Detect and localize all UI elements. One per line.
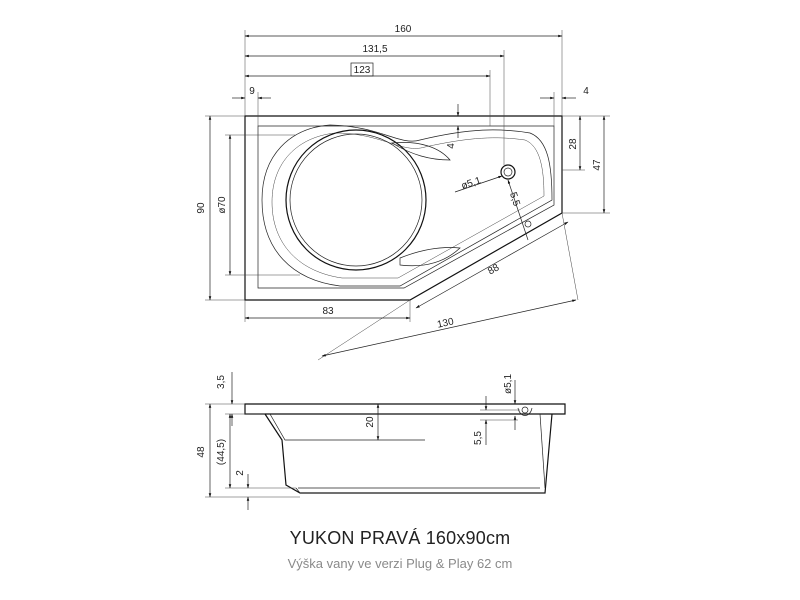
side-right-edge (539, 413, 546, 489)
side-foot (295, 487, 545, 494)
dim-right-depth-large: 47 (592, 159, 603, 171)
product-title: YUKON PRAVÁ 160x90cm (289, 528, 511, 548)
dim-drain-diameter: ø5,1 (460, 175, 483, 192)
dim-outer-length: 131,5 (362, 44, 387, 55)
side-overflow-hole (521, 406, 529, 414)
dim-rim-thickness: 3,5 (216, 375, 227, 389)
side-inner-profile (269, 413, 425, 441)
dim-inner-height: (44,5) (216, 439, 227, 465)
basin-rib-bottom (399, 247, 461, 267)
overflow-mark (524, 220, 532, 228)
basin-rib-top (390, 142, 451, 161)
dim-line-130 (321, 299, 577, 357)
dim-drain-offset: 5,5 (507, 191, 522, 208)
dim-line-88 (415, 221, 569, 309)
dim-basin-diameter: ø70 (217, 196, 228, 214)
dim-inner-length: 123 (354, 65, 371, 76)
bath-outline (244, 115, 563, 301)
top-view: 160 131,5 123 9 4 90 ø70 4 28 47 ø5,1 5,… (196, 24, 610, 361)
dim-overflow-diameter: ø5,1 (503, 374, 514, 394)
tub-basin-outline (261, 124, 553, 287)
dim-line-5-5 (507, 179, 529, 241)
drain-inner (503, 167, 513, 177)
dim-bottom-length: 83 (322, 306, 334, 317)
dim-total-height: 48 (196, 446, 207, 458)
dim-inner-length-box (350, 62, 374, 77)
dim-top-inset: 4 (446, 143, 457, 149)
dim-overall-length: 160 (395, 24, 412, 35)
side-view: 3,5 48 (44,5) 2 20 ø5,1 5,5 (196, 372, 566, 510)
dim-line-drain (454, 175, 503, 193)
dim-diagonal-inner: 88 (486, 262, 502, 277)
dim-depth: 20 (365, 416, 376, 428)
product-subtitle: Výška vany ve verzi Plug & Play 62 cm (287, 556, 513, 571)
side-body (264, 413, 553, 494)
drain-outer (500, 164, 516, 180)
side-rim (244, 403, 566, 415)
dim-right-depth-small: 28 (568, 138, 579, 150)
extension-lines (205, 30, 610, 361)
dim-overall-width: 90 (196, 202, 207, 214)
dim-overflow-offset: 5,5 (473, 431, 484, 445)
dim-left-rim: 9 (249, 86, 255, 97)
side-extension-lines (205, 403, 520, 498)
dim-diagonal-outer: 130 (436, 316, 455, 330)
tub-basin-inner (271, 132, 545, 279)
circular-basin (285, 129, 427, 271)
dim-foot: 2 (235, 470, 246, 476)
circular-basin-inner (289, 133, 423, 267)
dim-right-rim: 4 (583, 86, 589, 97)
